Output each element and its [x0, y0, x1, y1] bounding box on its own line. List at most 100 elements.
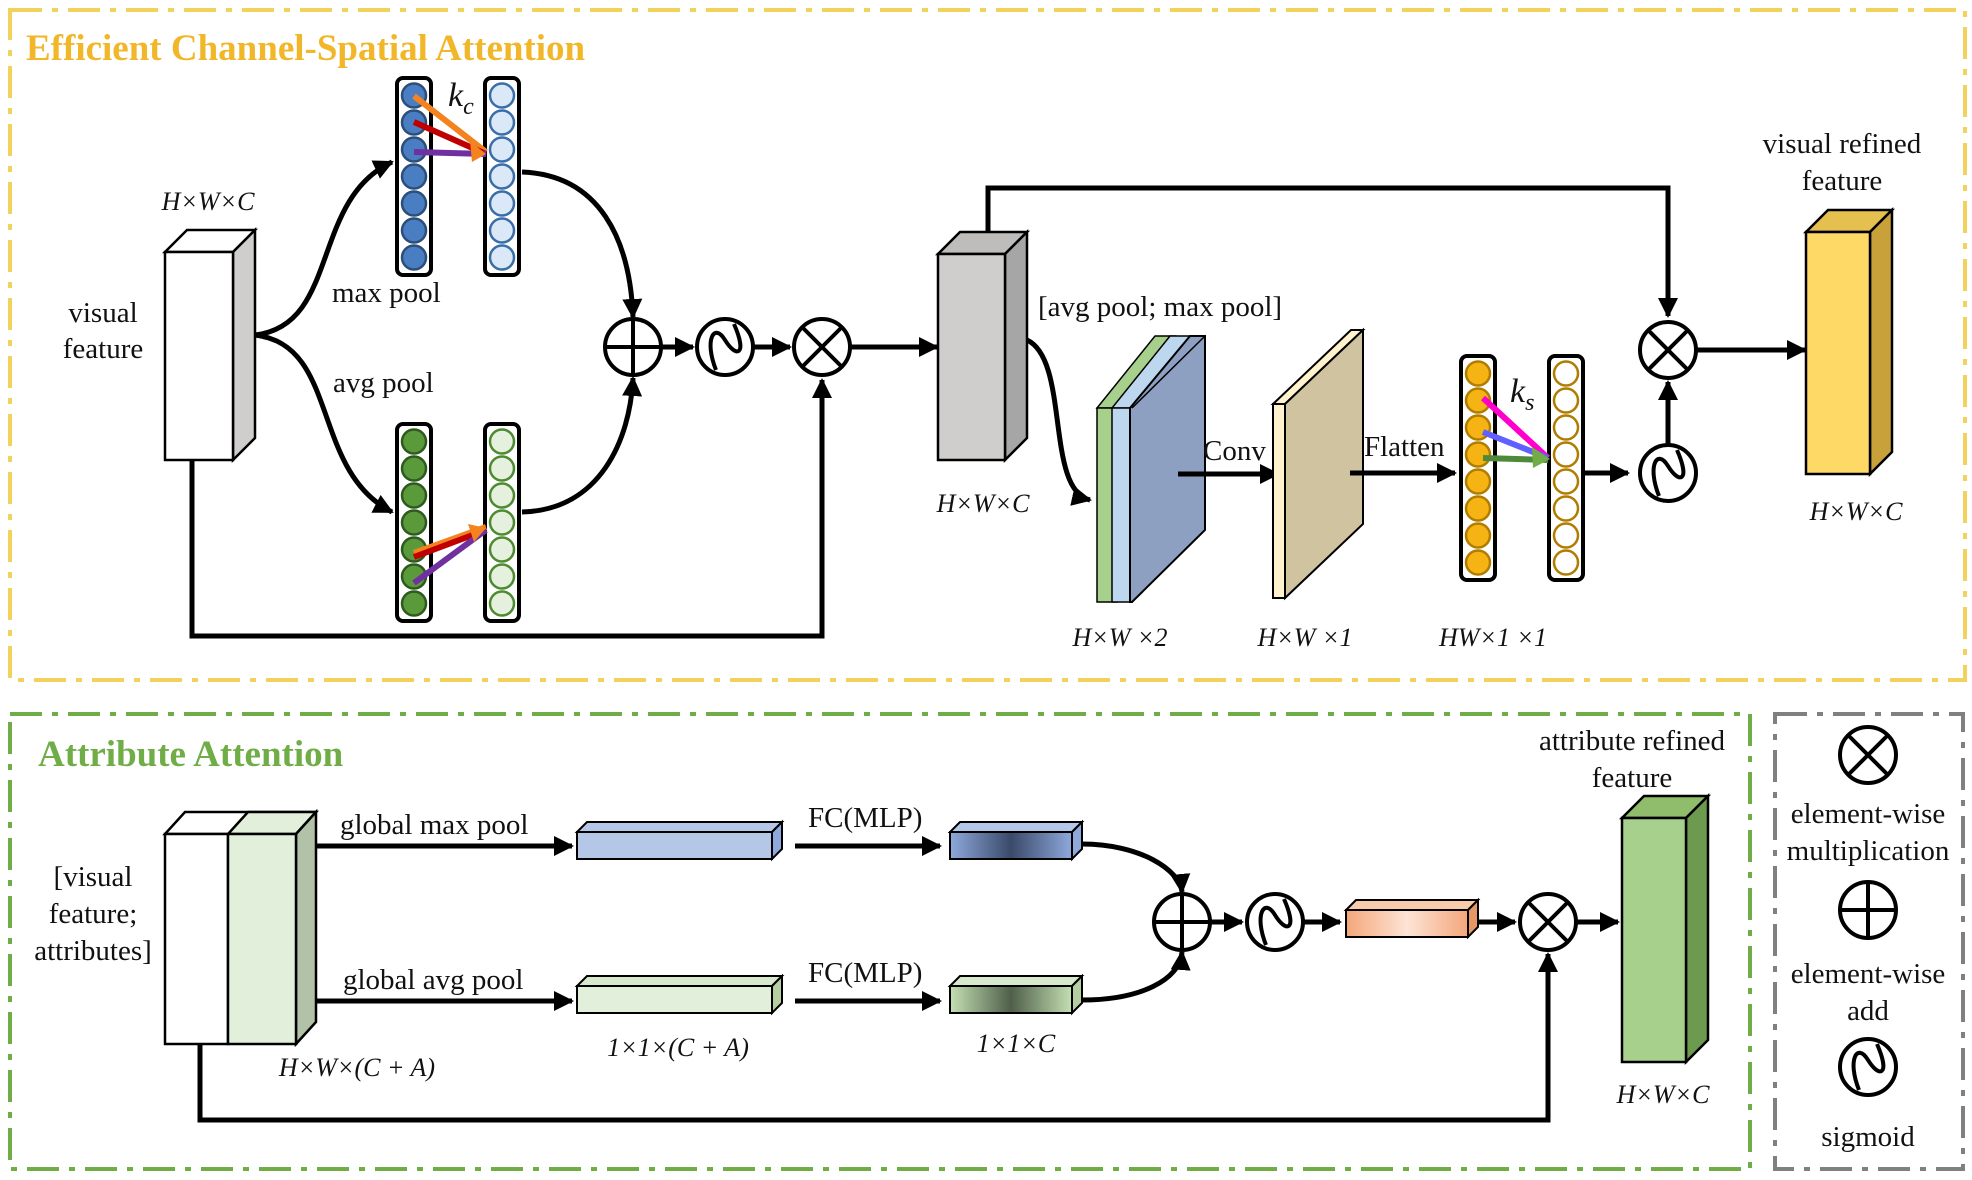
spatial-conv-vector-dot: [1552, 522, 1580, 549]
kernel-s-label: ks: [1510, 373, 1534, 416]
avg-conv-vector-dot: [488, 536, 516, 563]
fc-avg-output-bar: [947, 973, 1085, 1016]
flat-vector-dot: [1464, 549, 1492, 576]
avg-conv-vector-dot: [488, 482, 516, 509]
spatial-conv-vector-dot: [1552, 360, 1580, 387]
avg-pool-vector-dot: [400, 590, 428, 617]
max-pool-branch-arrow: [254, 159, 394, 338]
max-conv-vector-dot: [488, 244, 516, 271]
pooled-spatial-map: [1095, 335, 1206, 603]
flat-vector-dot: [1464, 441, 1492, 468]
map1-dims: H×W ×1: [1256, 623, 1352, 652]
ecsa-input-label-2: feature: [63, 333, 144, 365]
vec-dims: HW×1 ×1: [1438, 623, 1547, 652]
legend-mult-icon: [1838, 725, 1898, 785]
kernel-c-label: kc: [448, 77, 474, 120]
fc-dims: 1×1×C: [977, 1029, 1056, 1058]
attr-input-label-3: attributes]: [34, 935, 152, 967]
avg-pool-branch-arrow: [254, 332, 394, 515]
max-branch-to-add-arrow: [521, 169, 643, 319]
avg-conv-vector-dot: [488, 455, 516, 482]
fc-avg-to-add-arrow: [1081, 950, 1191, 1003]
max-conv-vector-dot: [488, 190, 516, 217]
attention-weight-bar: [1343, 897, 1481, 940]
gmp-vector-bar: [574, 819, 785, 862]
gap-label: global avg pool: [343, 964, 523, 996]
fc-max-output-bar: [947, 819, 1085, 862]
mid-cube-dims: H×W×C: [936, 489, 1031, 518]
ecsa-add-op-icon: [603, 317, 663, 377]
spatial-conv-vector-frame: [1547, 354, 1585, 582]
avg-pool-vector-dot: [400, 428, 428, 455]
attr-input-dims: H×W×(C + A): [278, 1053, 435, 1082]
attr-add-op-icon: [1152, 892, 1212, 952]
avg-conv-vector-dot: [488, 563, 516, 590]
max-pool-vector-dot: [400, 217, 428, 244]
avg-pool-conv-vector: [483, 422, 521, 623]
spatial-conv-vector-dot: [1552, 549, 1580, 576]
ecsa-sigmoid-op-icon: [695, 317, 755, 377]
visual-refined-feature-cube: [1802, 206, 1896, 478]
spatial-kernel-lines: [1480, 395, 1551, 468]
avg-pool-vector-dot: [400, 482, 428, 509]
legend-sigmoid-label: sigmoid: [1821, 1121, 1915, 1153]
ecsa-input-dims: H×W×C: [161, 187, 256, 216]
flat-vector-dot: [1464, 522, 1492, 549]
max-pool-vector-dot: [400, 163, 428, 190]
attr-refined-label-1: attribute refined: [1539, 725, 1725, 757]
visual-refined-label-2: feature: [1802, 165, 1883, 197]
ecsa-mult-op-icon: [792, 317, 852, 377]
ecsa-spatial-skip-arrow: [985, 185, 1678, 318]
to-pooled-map-arrow: [1025, 337, 1092, 506]
visual-refined-label-1: visual refined: [1763, 128, 1922, 160]
attr-sigmoid-op-icon: [1245, 892, 1305, 952]
spatial-conv-vector-dot: [1552, 414, 1580, 441]
channel-refined-cube: [934, 228, 1031, 464]
fc-top-label: FC(MLP): [808, 802, 922, 834]
attr-refined-label-2: feature: [1592, 762, 1673, 794]
legend-frame: [1773, 712, 1965, 1171]
ecsa-input-skip-arrow: [189, 378, 832, 639]
visual-feature-cube: [161, 226, 259, 464]
gap-vector-bar: [574, 973, 785, 1016]
max-pool-vector-dot: [400, 244, 428, 271]
spatial-conv-vector-dot: [1552, 387, 1580, 414]
spatial-conv-vector-dot: [1552, 495, 1580, 522]
avg-pool-label: avg pool: [333, 367, 434, 399]
attr-title: Attribute Attention: [38, 734, 344, 775]
attr-refined-dims: H×W×C: [1616, 1080, 1711, 1109]
legend-mult-label-2: multiplication: [1787, 835, 1950, 867]
max-conv-vector-dot: [488, 217, 516, 244]
flat-vector-dot: [1464, 360, 1492, 387]
avg-pool-vector-dot: [400, 509, 428, 536]
spatial-mult-op-icon: [1638, 320, 1698, 380]
max-conv-vector-dot: [488, 109, 516, 136]
concat-pool-label: [avg pool; max pool]: [1038, 291, 1282, 323]
ecsa-section-frame: [8, 8, 1967, 682]
gmp-label: global max pool: [340, 809, 528, 841]
avg-conv-vector-dot: [488, 428, 516, 455]
max-conv-vector-dot: [488, 136, 516, 163]
fc-bottom-label: FC(MLP): [808, 957, 922, 989]
channel-kernel-lines-top: [412, 93, 488, 162]
spatial-conv-vector-dot: [1552, 468, 1580, 495]
flattened-spatial-vector: [1459, 354, 1497, 582]
flat-vector-dot: [1464, 495, 1492, 522]
legend-add-icon: [1838, 880, 1898, 940]
attr-mult-op-icon: [1518, 892, 1578, 952]
legend-mult-label-1: element-wise: [1791, 798, 1946, 830]
max-pool-vector-dot: [400, 190, 428, 217]
fc-max-to-add-arrow: [1081, 841, 1191, 894]
conv-label: Conv: [1203, 435, 1266, 467]
avg-pool-vector-dot: [400, 455, 428, 482]
max-pool-conv-vector: [483, 76, 521, 277]
spatial-conv-vector: [1547, 354, 1585, 582]
avg-pool-channel-vector: [395, 422, 433, 623]
conv-spatial-map: [1270, 327, 1366, 601]
flat-vector-dot: [1464, 468, 1492, 495]
spatial-sigmoid-op-icon: [1638, 443, 1698, 503]
ecsa-input-label-1: visual: [68, 297, 137, 329]
avg-conv-vector-dot: [488, 590, 516, 617]
channel-kernel-lines-bottom: [412, 524, 488, 586]
